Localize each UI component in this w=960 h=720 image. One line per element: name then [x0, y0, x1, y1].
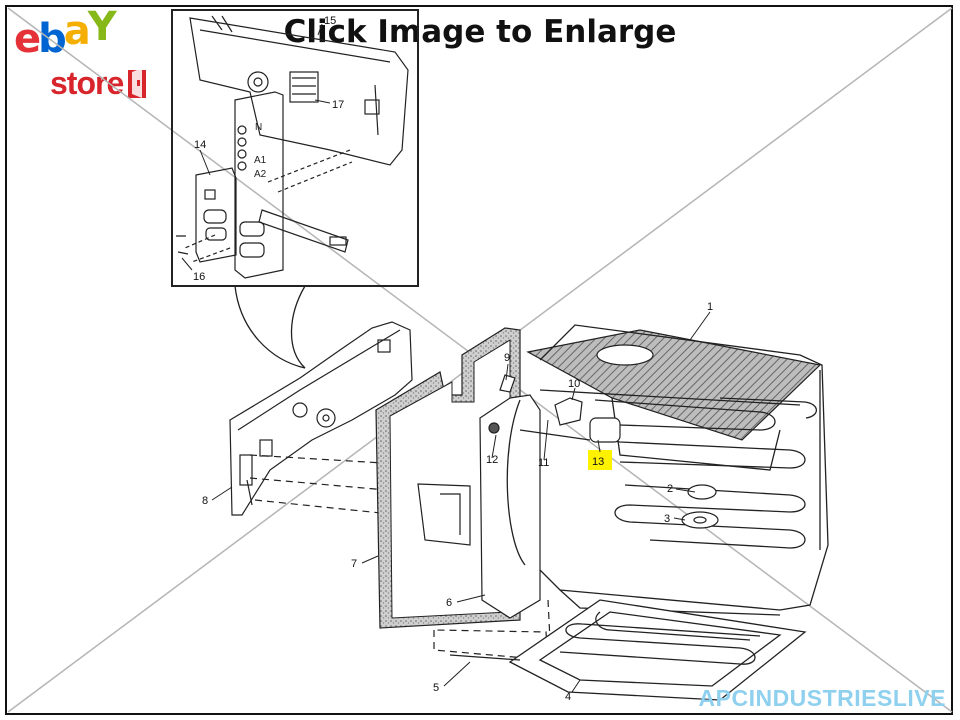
callout-16: 16 [193, 271, 205, 283]
panel-label-a2: A2 [254, 169, 267, 180]
panel-label-n: N [255, 122, 262, 133]
highlight-13 [588, 450, 612, 470]
callout-10: 10 [568, 378, 580, 390]
store-door-icon [128, 68, 146, 98]
oven-side-panel [417, 394, 541, 619]
ebay-wordmark: ebaY [14, 4, 117, 62]
callout-3: 3 [664, 513, 670, 525]
store-label: store [50, 65, 124, 101]
top-vent-hole [596, 344, 654, 366]
callout-7: 7 [351, 558, 357, 570]
oven-cavity-body [506, 324, 829, 616]
leader-lines [181, 23, 711, 693]
magnifier-connector [234, 285, 306, 369]
callout-17: 17 [332, 99, 344, 111]
callout-1: 1 [707, 301, 713, 313]
callout-11: 11 [538, 457, 549, 469]
image-frame [5, 5, 953, 715]
callout-13: 13 [592, 456, 604, 468]
panel-label-a1: A1 [254, 155, 267, 166]
oven-internal-parts [488, 374, 719, 529]
callout-8: 8 [202, 495, 208, 507]
store-watermark: APCINDUSTRIESLIVE [698, 685, 946, 711]
bottom-heating-tray [449, 599, 807, 701]
inset-detail-box [171, 9, 419, 287]
callout-6: 6 [446, 597, 452, 609]
callout-2: 2 [667, 483, 673, 495]
callout-4: 4 [565, 691, 571, 703]
callouts: 1 2 3 4 5 6 7 8 9 10 11 12 13 14 15 16 1… [193, 15, 713, 703]
callout-15: 15 [324, 15, 336, 27]
callout-12: 12 [486, 454, 498, 466]
callout-5: 5 [433, 682, 439, 694]
callout-14: 14 [194, 139, 206, 151]
ebay-store-logo[interactable]: ebaY store [10, 4, 146, 104]
callout-9: 9 [504, 352, 510, 364]
